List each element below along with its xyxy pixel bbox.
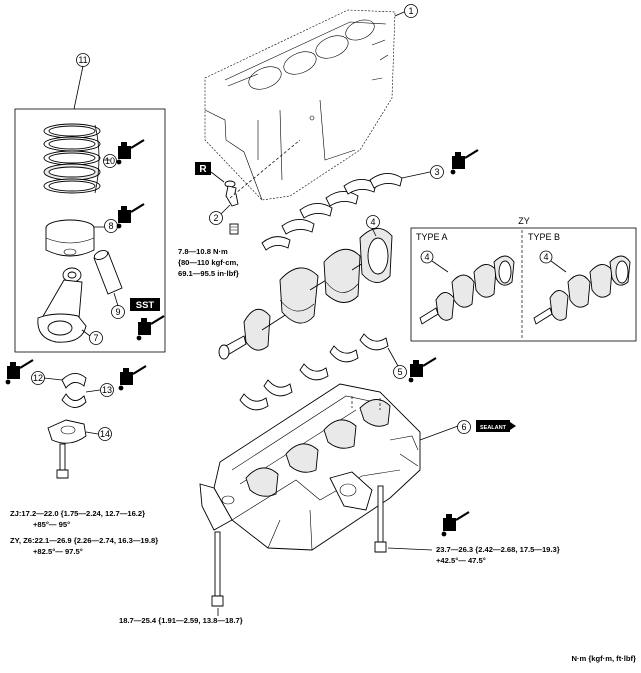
piston-assembly-box [14,108,166,353]
callout-4 [366,215,380,229]
main-bearing-bolt-right [374,485,387,553]
r-badge [195,162,211,175]
crankshaft-type-b [533,255,631,325]
piston-rings [43,123,101,194]
main-bearing-cap-ladder [199,383,421,551]
sst-badge-label: SST [136,300,155,311]
callout-3 [430,165,444,179]
callout-1 [404,4,418,18]
oil-icon [440,510,471,538]
connecting-rod-bolt [56,443,69,479]
inset-title: ZY [518,216,530,226]
torque-oil-jet-line-2: {80—110 kgf·cm, [178,258,238,267]
callout-10-label: 10 [105,156,115,166]
crankshaft [218,228,393,360]
callout-11 [76,53,90,67]
oil-icon [4,358,35,386]
connecting-rod-cap [47,419,87,444]
oil-icon [407,356,438,384]
callout-13-label: 13 [102,385,112,395]
crankshaft-type-a [419,255,515,325]
callout-3-label: 3 [434,167,439,177]
callout-11-label: 11 [78,55,87,65]
callout-14-label: 14 [100,429,110,439]
oil-icon [115,202,146,230]
callout-6-label: 6 [461,422,466,432]
callout-7-label: 7 [93,333,98,343]
type-b-label: TYPE B [528,232,560,242]
oil-icon [135,314,166,342]
piston-pin [93,250,123,295]
callout-8-label: 8 [108,221,113,231]
callout-6 [457,420,471,434]
callout-4-type-a [420,250,434,264]
callout-4-label: 4 [370,217,375,227]
callout-12 [31,371,45,385]
torque-main-bolt-line-2: +42.5°— 47.5° [436,556,486,565]
units-label: N·m {kgf·m, ft·lbf} [571,654,636,663]
callout-5-label: 5 [397,367,402,377]
torque-zy-line-1: ZY, Z6:22.1—26.9 {2.26—2.74, 16.3—19.8} [10,536,158,545]
torque-zj-line-1: ZJ:17.2—22.0 {1.75—2.24, 12.7—16.2} [10,509,145,518]
callout-10 [103,154,117,168]
torque-bottom-bolt: 18.7—25.4 {1.91—2.59, 13.8—18.7} [119,616,243,625]
callout-13 [100,383,114,397]
piston [45,219,95,257]
callout-4-type-a-label: 4 [424,252,429,262]
torque-zj-line-2: +85°— 95° [33,520,70,529]
callout-12-label: 12 [33,373,43,383]
callout-7 [89,331,103,345]
callout-9-label: 9 [115,307,120,317]
callout-1-label: 1 [408,6,413,16]
connecting-rod-bearings [61,373,87,408]
cylinder-block [204,9,396,201]
sealant-badge-label: SEALANT [480,425,507,431]
r-badge-label: R [199,164,207,175]
inset-frame [410,227,637,342]
oil-icon [115,138,146,166]
oil-icon [449,148,480,176]
upper-main-bearings [261,173,403,251]
oil-icon [117,364,148,392]
callout-9 [111,305,125,319]
callout-14 [98,427,112,441]
callout-4-type-b [539,250,553,264]
sealant-badge: SEALANT [476,420,516,432]
main-bearing-bolt-bottom [211,531,224,607]
callout-2-label: 2 [213,213,218,223]
oil-jet [224,180,239,235]
sst-badge [130,298,160,311]
callout-5 [393,365,407,379]
torque-main-bolt-line-1: 23.7—26.3 {2.42—2.68, 17.5—19.3} [436,545,560,554]
type-a-label: TYPE A [416,232,448,242]
torque-oil-jet-line-1: 7.8—10.8 N·m [178,247,228,256]
callout-4-type-b-label: 4 [543,252,548,262]
torque-oil-jet-line-3: 69.1—95.5 in·lbf} [178,269,239,278]
callout-2 [209,211,223,225]
lower-main-bearings [239,333,389,411]
zy-inset: ZY TYPE A TYPE B 4 4 [410,216,637,342]
torque-zy-line-2: +82.5°— 97.5° [33,547,83,556]
connecting-rod [37,267,87,343]
